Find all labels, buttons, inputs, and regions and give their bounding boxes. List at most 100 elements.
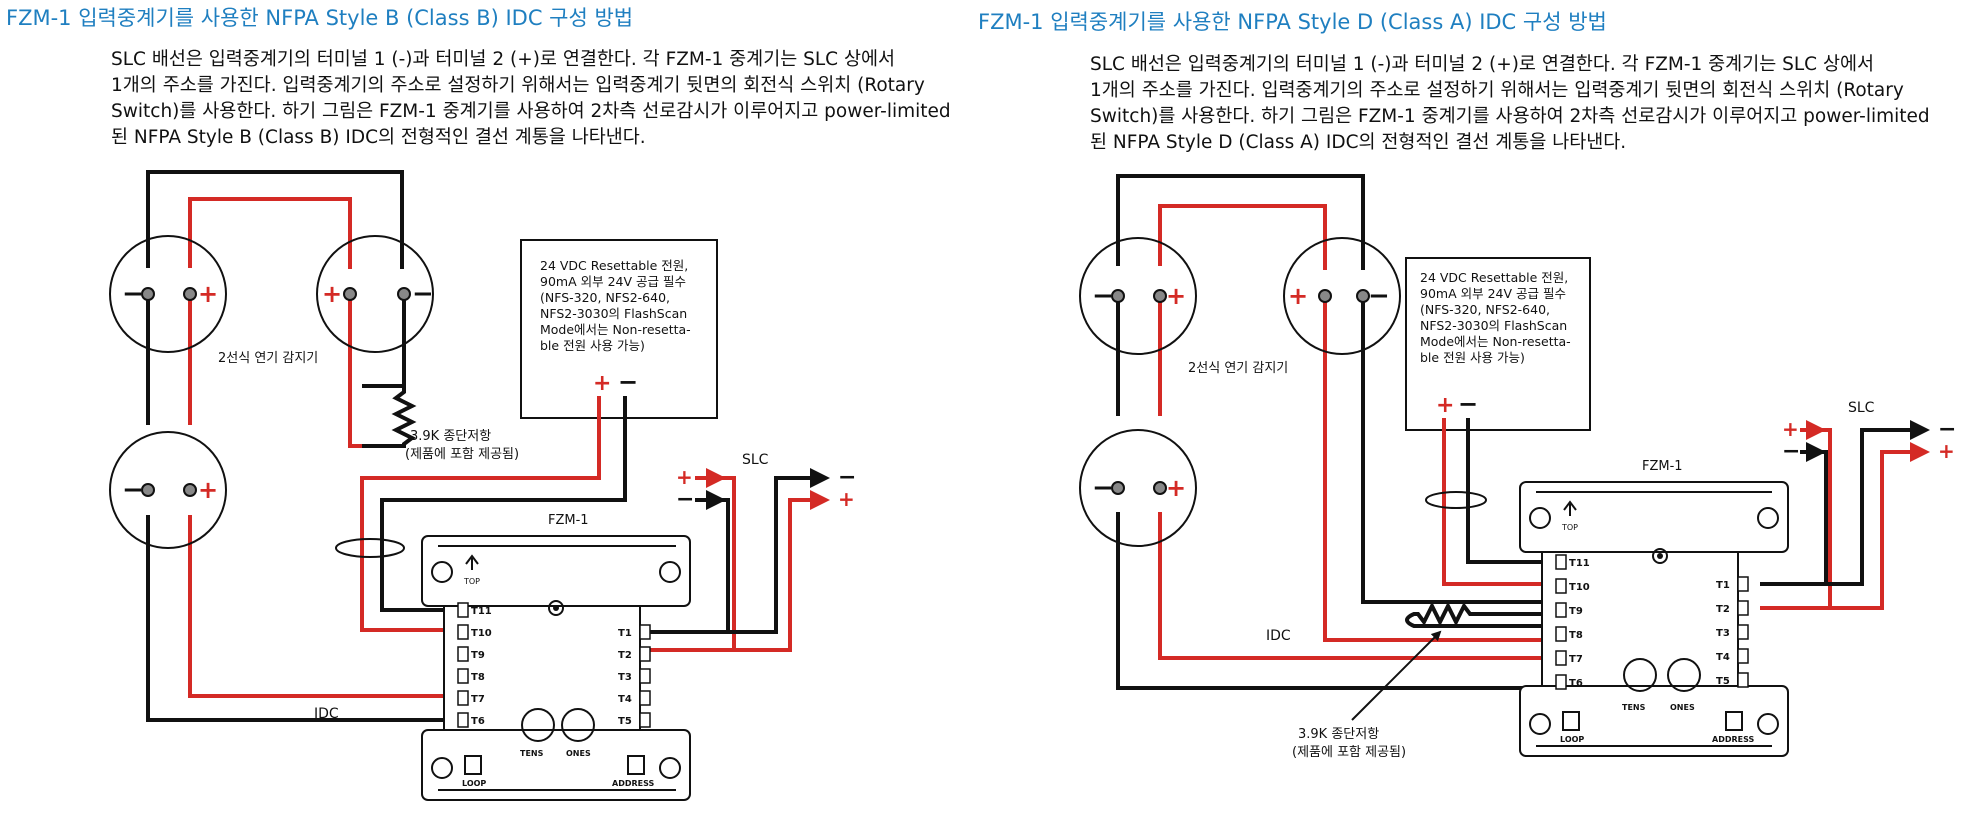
ones-label: ONES — [566, 749, 591, 758]
module-led-icon — [548, 600, 564, 616]
left-black-wire-loop — [146, 170, 463, 722]
left-desc-line: 된 NFPA Style B (Class B) IDC의 전형적인 결선 계통… — [111, 127, 646, 148]
terminal-screw — [1737, 600, 1749, 616]
smoke-detector: − + — [1079, 429, 1197, 547]
power-box-line: ble 전원 사용 가능) — [1420, 350, 1525, 365]
power-box-line: Mode에서는 Non-resetta- — [540, 322, 691, 337]
minus-sign: − — [122, 475, 144, 505]
power-box-line: Mode에서는 Non-resetta- — [1420, 334, 1571, 349]
power-supply-box — [520, 239, 718, 419]
smoke-detector: − + — [1079, 237, 1197, 355]
minus-sign: − — [1458, 390, 1478, 418]
resistor-label: (제품에 포함 제공됨) — [405, 447, 519, 462]
terminal-screw — [639, 624, 651, 640]
slc-black-wire — [640, 498, 730, 634]
right-panel-title: FZM-1 입력중계기를 사용한 NFPA Style D (Class A) … — [978, 10, 1607, 34]
terminal-screw — [639, 712, 651, 728]
resistor-label: 3.9K 종단저항 — [1298, 727, 1379, 742]
minus-sign: − — [1938, 417, 1956, 442]
terminal-label: T7 — [471, 694, 485, 705]
minus-sign: − — [122, 279, 144, 309]
terminal-label: T2 — [618, 650, 632, 661]
ones-dial-icon — [561, 708, 595, 742]
minus-sign: − — [1782, 439, 1800, 464]
terminal-screw — [1737, 576, 1749, 592]
terminal-label: T7 — [1569, 654, 1583, 665]
minus-sign: − — [1092, 281, 1114, 311]
terminal-label: T1 — [1716, 580, 1730, 591]
tens-dial-icon — [1623, 658, 1657, 692]
power-red-wire — [360, 396, 601, 632]
plus-sign: + — [676, 465, 693, 489]
terminal-screw — [457, 690, 469, 706]
slc-out-black-wire — [740, 468, 830, 634]
smoke-detector: + − — [316, 235, 434, 353]
address-label: ADDRESS — [1712, 735, 1755, 744]
power-black-wire — [1466, 418, 1542, 564]
plus-sign: + — [1436, 393, 1454, 418]
terminal-label: T1 — [618, 628, 632, 639]
terminal-label: T3 — [618, 672, 632, 683]
right-end-of-line-resistor — [1405, 601, 1542, 628]
power-box-line: (NFS-320, NFS2-640, — [1420, 302, 1550, 317]
left-end-of-line-resistor — [362, 386, 417, 448]
loop-label: LOOP — [462, 779, 486, 788]
slc-red-wire — [1760, 428, 1832, 610]
terminal-label: T6 — [471, 716, 485, 727]
terminal-label: T10 — [1569, 582, 1590, 593]
power-supply-box — [1405, 257, 1591, 431]
slc-out-red-wire — [1838, 442, 1930, 610]
terminal-screw — [639, 690, 651, 706]
power-box-line: ble 전원 사용 가능) — [540, 338, 645, 353]
power-box-line: NFS2-3030의 FlashScan — [1420, 318, 1567, 333]
minus-sign: − — [618, 368, 638, 396]
terminal-label: T11 — [1569, 558, 1590, 569]
terminal-screw — [457, 712, 469, 728]
plus-sign: + — [1938, 439, 1955, 463]
terminal-label: T9 — [1569, 606, 1583, 617]
terminal-screw — [457, 668, 469, 684]
terminal-label: T8 — [1569, 630, 1583, 641]
power-box-line: 24 VDC Resettable 전원, — [1420, 270, 1568, 285]
terminal-label: T2 — [1716, 604, 1730, 615]
ones-label: ONES — [1670, 703, 1695, 712]
power-red-wire — [1442, 418, 1542, 586]
tens-dial-icon — [521, 708, 555, 742]
resistor-pointer-arrow — [1351, 630, 1442, 721]
terminal-label: T5 — [1716, 676, 1730, 687]
tens-label: TENS — [1622, 703, 1646, 712]
power-box-line: NFS2-3030의 FlashScan — [540, 306, 687, 321]
terminal-screw — [457, 646, 469, 662]
terminal-screw — [1555, 602, 1567, 618]
power-box-line: 24 VDC Resettable 전원, — [540, 258, 688, 273]
terminal-screw — [1555, 626, 1567, 642]
plus-sign: + — [322, 280, 342, 308]
power-box-line: (NFS-320, NFS2-640, — [540, 290, 670, 305]
slc-label: SLC — [742, 452, 769, 468]
ones-dial-icon — [1667, 658, 1701, 692]
slc-label: SLC — [1848, 400, 1875, 416]
right-desc-line: Switch)를 사용한다. 하기 그림은 FZM-1 중계기를 사용하여 2차… — [1090, 106, 1930, 127]
terminal-screw — [1555, 650, 1567, 666]
terminal-screw — [457, 624, 469, 640]
terminal-label: T5 — [618, 716, 632, 727]
terminal-label: T10 — [471, 628, 492, 639]
top-marker: TOP — [1561, 523, 1578, 532]
minus-sign: − — [412, 279, 434, 309]
plus-sign: + — [838, 487, 855, 511]
right-desc-line: 1개의 주소를 가진다. 입력중계기의 주소로 설정하기 위해서는 입력중계기 … — [1090, 80, 1904, 101]
left-panel-description: SLC 배선은 입력중계기의 터미널 1 (-)과 터미널 2 (+)로 연결한… — [111, 47, 1051, 151]
left-desc-line: SLC 배선은 입력중계기의 터미널 1 (-)과 터미널 2 (+)로 연결한… — [111, 49, 896, 70]
twisted-pair-marker — [1425, 491, 1487, 509]
terminal-screw — [457, 602, 469, 618]
plus-sign: + — [1782, 417, 1799, 441]
detector-label: 2선식 연기 감지기 — [1188, 361, 1288, 376]
right-desc-line: 된 NFPA Style D (Class A) IDC의 전형적인 결선 계통… — [1090, 132, 1627, 153]
terminal-label: T6 — [1569, 678, 1583, 689]
plus-sign: + — [1166, 282, 1186, 310]
left-desc-line: Switch)를 사용한다. 하기 그림은 FZM-1 중계기를 사용하여 2차… — [111, 101, 951, 122]
